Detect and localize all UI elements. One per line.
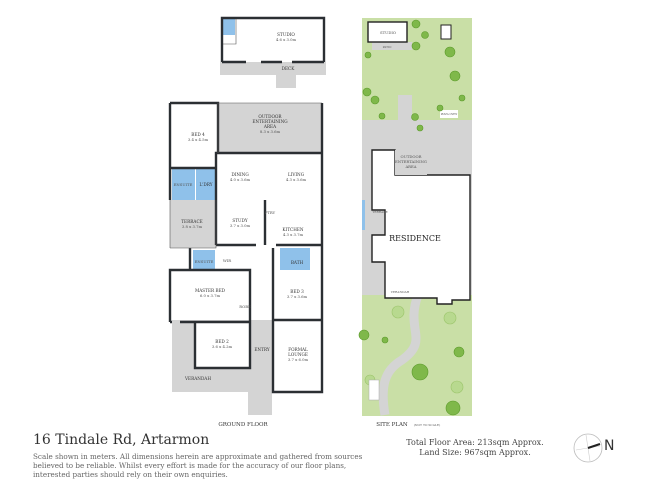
pantry-label: PTRY — [265, 210, 276, 215]
site-outdoor-label-2: ENTERTAINING — [395, 159, 427, 164]
bath-label: BATH — [291, 260, 304, 265]
total-floor-area: Total Floor Area: 213sqm Approx. — [406, 438, 544, 447]
outdoor-label-3: AREA — [263, 124, 277, 129]
study-dim: 3.7 x 3.0m — [230, 223, 251, 228]
disclaimer-text: Scale shown in meters. All dimensions he… — [33, 452, 363, 479]
bed2-label: BED 2 — [215, 339, 229, 344]
master-bed-dim: 6.0 x 3.7m — [200, 293, 221, 298]
site-plan-note: (NOT TO SCALE) — [414, 423, 441, 427]
robe-label: ROBE — [239, 304, 251, 309]
wir-label: WIR — [223, 258, 231, 263]
land-size: Land Size: 967sqm Approx. — [419, 448, 531, 457]
site-plan: STUDIO PATIO PIZZA OVEN OUTDOOR ENTERTAI… — [358, 18, 472, 416]
studio-dim: 4.6 x 3.0m — [276, 37, 297, 42]
entry-label: ENTRY — [254, 347, 270, 352]
outdoor-label-1: OUTDOOR — [258, 114, 282, 119]
bed2-dim: 3.6 x 4.2m — [212, 344, 233, 349]
kitchen-label: KITCHEN — [282, 227, 303, 232]
site-terrace-label: TERRACE — [372, 210, 387, 214]
lounge-dim: 3.7 x 6.0m — [288, 357, 309, 362]
bed4-dim: 3.4 x 4.5m — [188, 137, 209, 142]
property-address: 16 Tindale Rd, Artarmon — [33, 432, 210, 448]
study-label: STUDY — [232, 218, 248, 223]
site-verandah-label: VERANDAH — [390, 290, 410, 294]
master-bed-label: MASTER BED — [195, 288, 226, 293]
main-house: OUTDOOR ENTERTAINING AREA 8.3 x 3.6m BED… — [168, 101, 324, 415]
bed3-dim: 3.7 x 3.6m — [287, 294, 308, 299]
kitchen-dim: 4.3 x 3.7m — [283, 232, 304, 237]
lounge-label-1: FORMAL — [288, 347, 308, 352]
bed4-label: BED 4 — [191, 132, 205, 137]
laundry-label: L'DRY — [199, 182, 212, 187]
deck-label: DECK — [282, 66, 296, 71]
site-patio-label: PATIO — [383, 45, 392, 49]
bed3-label: BED 3 — [290, 289, 304, 294]
site-studio-label: STUDIO — [380, 30, 396, 35]
ensuite2-label: ENSUITE — [195, 259, 214, 264]
compass-icon — [573, 433, 603, 463]
site-outdoor-label-1: OUTDOOR — [401, 154, 422, 159]
living-dim: 4.3 x 3.6m — [286, 177, 307, 182]
area-summary: Total Floor Area: 213sqm Approx. Land Si… — [380, 438, 570, 458]
ensuite-label: ENSUITE — [174, 182, 193, 187]
outdoor-dim: 8.3 x 3.6m — [260, 129, 281, 134]
site-plan-caption: SITE PLAN — [376, 422, 408, 428]
site-outdoor-label-3: AREA — [404, 164, 416, 169]
dining-label: DINING — [231, 172, 249, 177]
studio-label: STUDIO — [277, 32, 295, 37]
ground-floor-caption: GROUND FLOOR — [218, 422, 268, 428]
terrace-dim: 3.8 x 3.7m — [182, 224, 203, 229]
site-pizza-oven-label: PIZZA OVEN — [441, 113, 458, 116]
dining-dim: 4.0 x 3.6m — [230, 177, 251, 182]
terrace-label: TERRACE — [181, 219, 202, 224]
verandah-label: VERANDAH — [184, 376, 211, 381]
site-residence-label: RESIDENCE — [389, 234, 441, 243]
studio-building: STUDIO 4.6 x 3.0m DECK — [220, 16, 326, 88]
outdoor-label-2: ENTERTAINING — [252, 119, 288, 124]
north-indicator: N — [604, 438, 615, 454]
living-label: LIVING — [288, 172, 305, 177]
lounge-label-2: LOUNGE — [288, 352, 308, 357]
